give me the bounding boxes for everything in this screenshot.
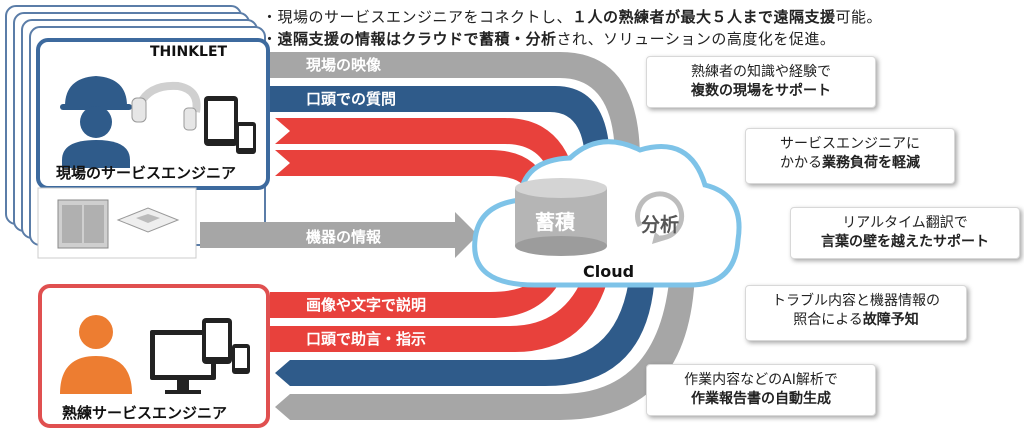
worker-icon xyxy=(60,76,132,168)
benefit-card: リアルタイム翻訳で言葉の壁を越えたサポート xyxy=(790,207,1020,259)
phone-icon xyxy=(236,122,256,154)
outdoor-unit-icon xyxy=(57,199,109,249)
arrow-explain xyxy=(270,272,565,318)
label-device-info: 機器の情報 xyxy=(306,228,382,246)
benefit-card: サービスエンジニアにかかる業務負荷を軽減 xyxy=(745,128,955,184)
bullet-1: ・現場のサービスエンジニアをコネクトし、１人の熟練者が最大５人まで遠隔支援可能。 xyxy=(262,8,883,26)
bullet-2: ・遠隔支援の情報はクラウドで蓄積・分析され、ソリューションの高度化を促進。 xyxy=(262,30,836,48)
label-explain: 画像や文字で説明 xyxy=(306,296,427,314)
label-site-video: 現場の映像 xyxy=(306,56,382,74)
arrow-advice xyxy=(270,272,610,352)
wearable-icon xyxy=(131,81,201,131)
arrow-device-info xyxy=(200,212,478,258)
benefit-card: 作業内容などのAI解析で作業報告書の自動生成 xyxy=(646,364,876,416)
arrow-gray-return xyxy=(275,272,695,420)
analyze-label: 分析 xyxy=(641,214,680,236)
field-engineer-label: 現場のサービスエンジニア xyxy=(56,164,237,182)
tablet-icon xyxy=(204,96,238,146)
monitor-icon xyxy=(150,330,216,394)
arrow-site-video xyxy=(255,52,640,160)
benefit-card: トラブル内容と機器情報の照合による故障予知 xyxy=(745,285,967,341)
store-label: 蓄積 xyxy=(535,210,575,234)
arrow-blue-return xyxy=(275,272,655,386)
label-verbal-question: 口頭での質問 xyxy=(306,90,397,108)
cloud-label: Cloud xyxy=(583,262,635,281)
expert-phone-icon xyxy=(232,344,250,374)
arrow-red-2 xyxy=(275,150,548,185)
arrow-verbal-question xyxy=(255,86,610,165)
product-label: THINKLET xyxy=(150,44,228,60)
ceiling-unit-icon xyxy=(116,207,180,233)
database-icon xyxy=(515,178,607,256)
expert-engineer-label: 熟練サービスエンジニア xyxy=(62,404,228,422)
arrow-red-1 xyxy=(275,118,575,175)
expert-person-icon xyxy=(60,315,132,394)
expert-tablet-icon xyxy=(202,318,232,364)
analysis-cycle-icon xyxy=(635,191,685,244)
label-advice: 口頭で助言・指示 xyxy=(306,330,427,348)
benefit-card: 熟練者の知識や経験で複数の現場をサポート xyxy=(646,56,876,108)
